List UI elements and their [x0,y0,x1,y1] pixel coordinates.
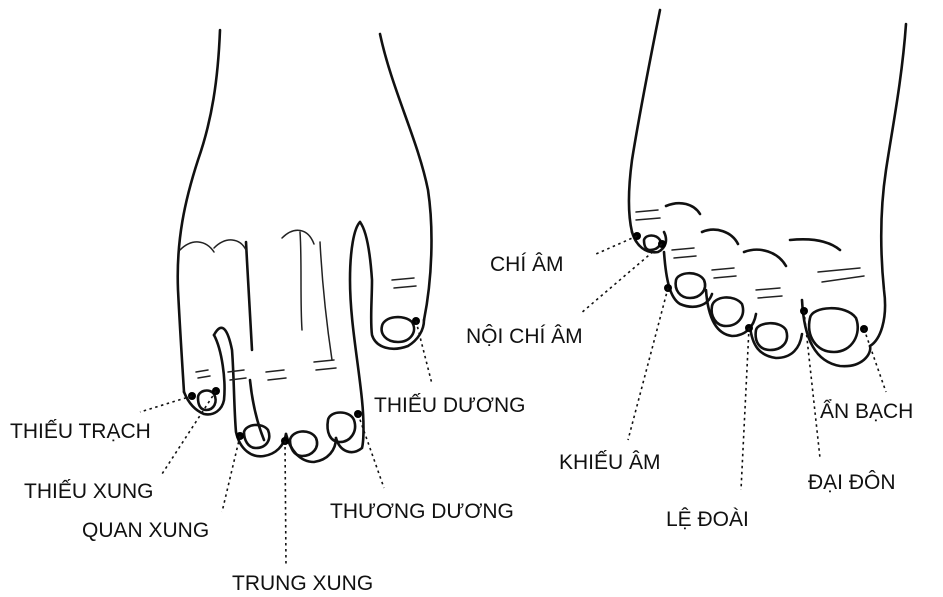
label-noi-chi-am: NỘI CHÍ ÂM [466,325,583,348]
label-khieu-am: KHIẾU ÂM [559,451,661,474]
label-le-doai: LỆ ĐOÀI [666,508,749,531]
label-trung-xung: TRUNG XUNG [232,572,373,595]
label-thuong-duong: THƯƠNG DƯƠNG [330,500,514,523]
label-thieu-trach: THIẾU TRẠCH [10,420,151,443]
label-quan-xung: QUAN XUNG [82,519,209,542]
foot-labels: CHÍ ÂM NỘI CHÍ ÂM KHIẾU ÂM LỆ ĐOÀI ĐẠI Đ… [466,253,913,531]
label-dai-don: ĐẠI ĐÔN [808,471,896,494]
label-thieu-xung: THIẾU XUNG [24,480,154,503]
label-chi-am: CHÍ ÂM [490,253,564,276]
foot-illustration [629,10,906,366]
label-an-bach: ẨN BẠCH [820,400,913,423]
label-thieu-duong: THIẾU DƯƠNG [374,394,525,417]
hand-labels: THIẾU TRẠCH THIẾU XUNG QUAN XUNG TRUNG X… [10,394,525,595]
